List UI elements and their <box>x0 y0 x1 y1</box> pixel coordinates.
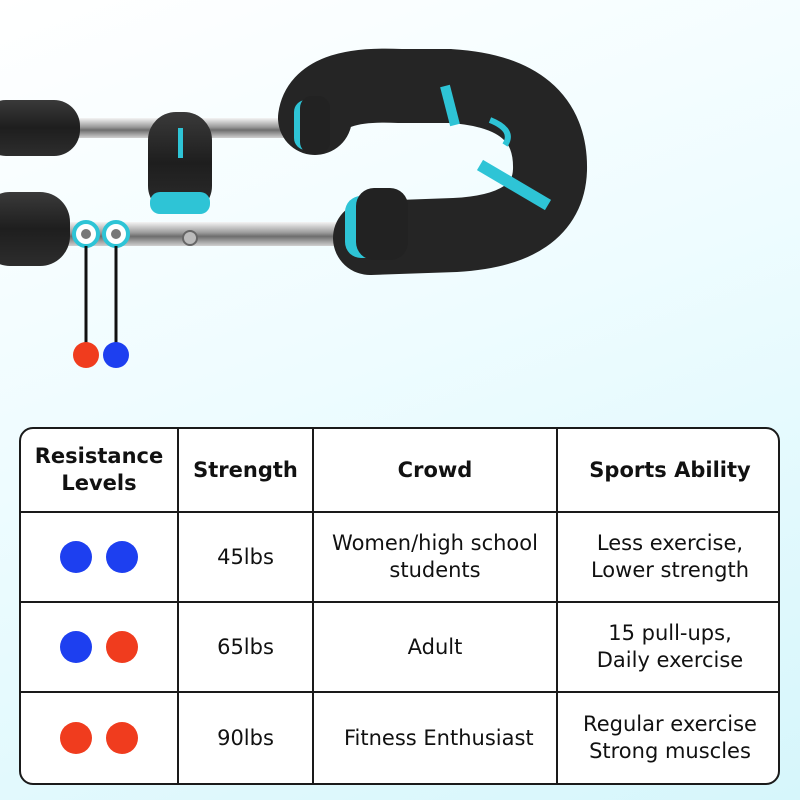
u-handle-stripe <box>440 84 460 127</box>
blue-dot <box>60 541 92 573</box>
upper-left-grip <box>0 100 80 156</box>
screw-icon <box>182 230 198 246</box>
table-row: 65lbs Adult 15 pull-ups, Daily exercise <box>21 602 778 693</box>
resistance-table: Resistance Levels Strength Crowd Sports … <box>21 429 778 783</box>
header-crowd: Crowd <box>313 429 558 513</box>
table-row: 45lbs Women/high school students Less ex… <box>21 512 778 603</box>
lower-left-grip <box>0 192 70 266</box>
u-foam-handle <box>278 48 587 275</box>
crowd-value: Adult <box>313 602 558 693</box>
resistance-table-card: Resistance Levels Strength Crowd Sports … <box>19 427 780 785</box>
blue-dot <box>60 631 92 663</box>
ability-value: Less exercise, Lower strength <box>557 512 778 603</box>
ability-value: 15 pull-ups, Daily exercise <box>557 602 778 693</box>
middle-handle-cap <box>150 192 210 214</box>
strength-value: 65lbs <box>178 602 314 693</box>
header-resistance-levels: Resistance Levels <box>21 429 179 513</box>
red-dot <box>106 631 138 663</box>
table-header-row: Resistance Levels Strength Crowd Sports … <box>21 429 778 513</box>
header-strength: Strength <box>178 429 314 513</box>
header-sports-ability: Sports Ability <box>557 429 778 513</box>
red-dot <box>106 722 138 754</box>
resistance-dots <box>21 512 179 603</box>
crowd-value: Fitness Enthusiast <box>313 692 558 783</box>
red-dot <box>60 722 92 754</box>
strength-value: 90lbs <box>178 692 314 783</box>
resistance-dots <box>21 692 179 783</box>
ability-value: Regular exercise Strong muscles <box>583 712 757 763</box>
red-indicator-dot <box>73 342 99 368</box>
strength-value: 45lbs <box>178 512 314 603</box>
resistance-dots <box>21 602 179 693</box>
blue-dot <box>106 541 138 573</box>
blue-indicator-dot <box>103 342 129 368</box>
product-image <box>0 48 587 368</box>
crowd-value: Women/high school students <box>313 512 558 603</box>
middle-foam-handle <box>148 112 212 214</box>
table-row: 90lbs Fitness Enthusiast Regular exercis… <box>21 692 778 783</box>
